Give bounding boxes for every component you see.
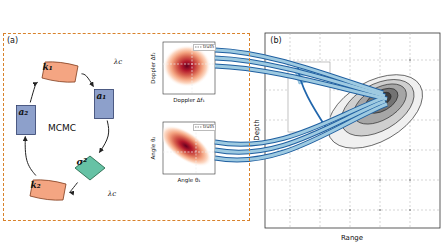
kernel-sheet: k₁ [40,60,80,84]
cycle-arrow [99,121,108,153]
variable-name: k₂ [31,180,41,190]
band-outline [215,50,387,160]
axis-label: Depth [254,119,261,140]
panel-letter: (a) [7,36,18,45]
legend-line [195,127,202,128]
legend-box: truth [193,124,216,131]
node-shape [30,179,66,199]
legend-line-sample [195,45,202,49]
band-fill [215,50,387,160]
legend-text: truth [203,125,214,130]
variable-name: k₁ [43,62,53,72]
axis-label: Doppler Δf₁ [173,98,204,104]
parameter-label: λc [114,59,122,66]
cycle-arrow [70,183,78,193]
node-shape [16,105,35,134]
amplitude-box: a₁ [94,89,114,119]
parameter-label: λc [108,191,116,198]
cycle-arrow [82,74,94,87]
axis-label: Doppler Δf₂ [151,52,157,83]
method-label: MCMC [48,124,76,133]
kernel-sheet: k₂ [28,178,68,202]
variable-name: a₁ [97,91,107,101]
node-shape [75,156,105,180]
mapping-bands [215,50,387,160]
variance-diamond: σ² [74,155,106,181]
legend-line [195,47,202,48]
axis-label: Angle θ₁ [178,178,201,184]
amplitude-box: a₂ [16,105,36,135]
cycle-arrow [25,137,36,176]
legend-text: truth [203,45,214,50]
variable-name: σ² [77,157,88,167]
legend-box: truth [193,44,216,51]
axis-label: Range [341,235,363,242]
variable-name: a₂ [19,107,29,117]
axis-label: Angle θ₂ [151,137,157,160]
angle-heatmap [153,117,218,174]
legend-line-sample [195,125,202,129]
cycle-arrow [30,82,37,102]
panel-letter: (b) [270,37,281,45]
node-shape [94,89,113,118]
node-shape [42,61,78,81]
